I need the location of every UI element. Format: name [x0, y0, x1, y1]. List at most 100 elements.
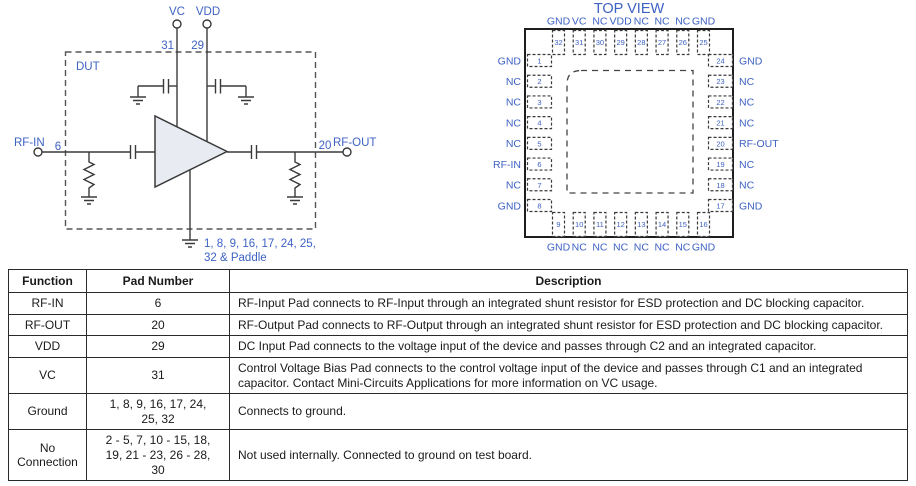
pin-label: NC — [634, 242, 650, 254]
cell-description: Not used internally. Connected to ground… — [229, 429, 908, 482]
pad-number: 18 — [716, 181, 724, 190]
pad-29 — [614, 29, 628, 56]
pad-number: 25 — [699, 38, 707, 47]
pad-12 — [614, 211, 628, 238]
pad-27 — [655, 29, 669, 56]
rf-out-label: RF-OUT — [333, 137, 376, 149]
amplifier-symbol — [154, 114, 229, 189]
pad-4 — [526, 116, 553, 130]
diagrams-row: VC VDD 31 29 DUT RF-IN 6 20 RF-OUT 1, 8,… — [14, 1, 779, 264]
ground-icon — [181, 239, 199, 248]
pad-1 — [526, 53, 553, 68]
rf-in-pin-number: 6 — [55, 141, 61, 153]
pad-17 — [707, 198, 734, 213]
cell-description: Connects to ground. — [229, 393, 908, 431]
pad-32 — [551, 29, 566, 56]
vdd-label: VDD — [196, 6, 220, 18]
pin-label: VDD — [610, 16, 633, 28]
rf-in-terminal — [33, 147, 43, 157]
pin-label: NC — [739, 97, 755, 109]
pin-label: GND — [692, 16, 716, 28]
pad-5 — [526, 136, 553, 150]
pad-number: 7 — [537, 181, 541, 190]
vc-terminal — [172, 19, 182, 29]
pad-21 — [707, 116, 734, 130]
ground-pads-note-line1: 1, 8, 9, 16, 17, 24, 25, — [204, 238, 316, 250]
pad-number: 21 — [716, 119, 724, 128]
table-header-row: Function Pad Number Description — [8, 269, 908, 293]
pad-number: 6 — [537, 160, 541, 169]
ground-icon — [286, 196, 304, 205]
pin-label: NC — [634, 16, 650, 28]
cell-pad-number: 31 — [86, 356, 230, 395]
pin-label: VC — [572, 16, 587, 28]
pin-label: GND — [739, 200, 763, 212]
pad-15 — [676, 211, 690, 238]
vc-pin-number: 31 — [161, 40, 174, 52]
ground-icon — [237, 96, 255, 105]
ground-icon — [129, 96, 147, 105]
pad-number: 16 — [699, 220, 707, 229]
pin-label: NC — [506, 138, 522, 150]
pad-19 — [707, 157, 734, 171]
pin-label: NC — [592, 242, 608, 254]
cell-function: VDD — [8, 335, 87, 358]
pad-31 — [572, 29, 586, 56]
pad-16 — [696, 211, 711, 238]
pad-number: 10 — [575, 220, 583, 229]
exposed-paddle — [566, 69, 694, 194]
pad-14 — [655, 211, 669, 238]
pin-label: GND — [498, 55, 522, 67]
pad-number: 1 — [537, 57, 541, 66]
pad-number: 28 — [637, 38, 645, 47]
pad-number: 29 — [616, 38, 624, 47]
cell-pad-number: 1, 8, 9, 16, 17, 24, 25, 32 — [86, 393, 230, 431]
pad-number: 5 — [537, 139, 541, 148]
pad-18 — [707, 178, 734, 192]
pad-number: 32 — [554, 38, 562, 47]
cell-description: Control Voltage Bias Pad connects to the… — [229, 356, 908, 395]
cell-description: RF-Input Pad connects to RF-Input throug… — [229, 292, 908, 315]
cell-description: RF-Output Pad connects to RF-Output thro… — [229, 313, 908, 337]
ground-pads-note-line2: 32 & Paddle — [204, 252, 267, 264]
top-view-title: TOP VIEW — [594, 1, 665, 17]
cell-function: RF-IN — [8, 292, 87, 315]
pad-number: 20 — [716, 139, 724, 148]
cell-function: Ground — [8, 393, 87, 431]
pad-number: 27 — [658, 38, 666, 47]
pad-26 — [676, 29, 690, 56]
header-description: Description — [229, 269, 908, 293]
package-outline — [524, 28, 734, 238]
pin-label: GND — [739, 55, 763, 67]
pad-number: 4 — [537, 119, 541, 128]
header-pad-number: Pad Number — [86, 269, 230, 293]
dut-label: DUT — [76, 61, 100, 73]
pin-label: GND — [692, 242, 716, 254]
rf-in-label: RF-IN — [14, 137, 45, 149]
pad-number: 2 — [537, 77, 541, 86]
pin-label: GND — [547, 242, 571, 254]
pad-number: 17 — [716, 201, 724, 210]
pad-6 — [526, 157, 553, 171]
vdd-pin-number: 29 — [191, 40, 204, 52]
cell-pad-number: 2 - 5, 7, 10 - 15, 18, 19, 21 - 23, 26 -… — [86, 429, 230, 482]
pin-label: NC — [506, 97, 522, 109]
pad-number: 12 — [616, 220, 624, 229]
pin-label: NC — [592, 16, 608, 28]
pad-8 — [526, 198, 553, 213]
pad-23 — [707, 74, 734, 88]
pad-number: 24 — [716, 57, 724, 66]
pad-number: 30 — [596, 38, 604, 47]
pin-label: NC — [654, 16, 670, 28]
rf-out-pin-number: 20 — [319, 140, 332, 152]
pad-number: 26 — [679, 38, 687, 47]
pad-number: 15 — [679, 220, 687, 229]
pad-30 — [593, 29, 607, 56]
pad-11 — [593, 211, 607, 238]
